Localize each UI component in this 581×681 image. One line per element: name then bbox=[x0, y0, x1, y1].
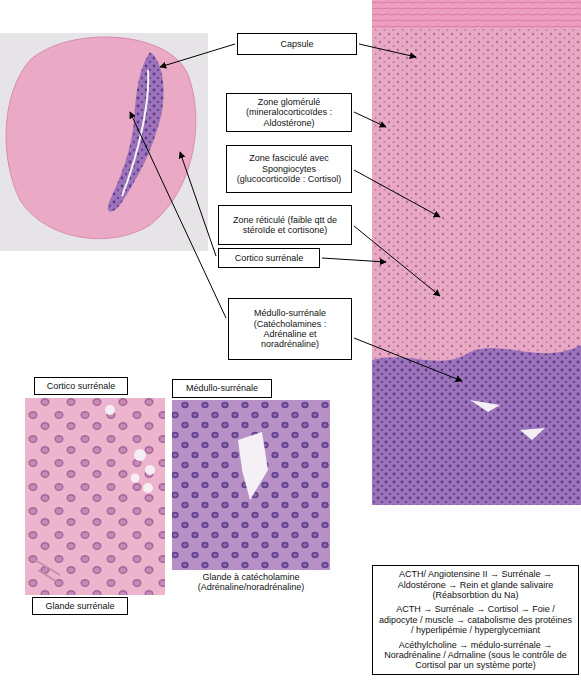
label-text: Cortico surrénale bbox=[224, 253, 314, 263]
label-text: Médullo-surrénale (Catécholamines : Adré… bbox=[234, 308, 346, 349]
label-text: Capsule bbox=[243, 39, 351, 49]
label-box: Glande surrénale bbox=[32, 597, 128, 615]
label-text: Zone fasciculé avec Spongiocytes (glucoc… bbox=[232, 153, 346, 184]
label-box: Cortico surrénale bbox=[218, 248, 320, 268]
cortex-medulla-micrograph bbox=[372, 0, 581, 505]
medulla-cells-micrograph bbox=[172, 400, 330, 570]
label-text: Médullo-surrénale bbox=[178, 383, 266, 393]
label-box: Zone fasciculé avec Spongiocytes (glucoc… bbox=[226, 145, 352, 193]
label-box: Zone réticulé (faible qtt de stéroïde et… bbox=[218, 205, 352, 245]
low-power-section bbox=[0, 33, 208, 251]
label-text: ACTH/ Angiotensine II → Surrénale → Aldo… bbox=[378, 569, 573, 600]
caption-label: Glande à catécholamine (Adrénaline/norad… bbox=[172, 572, 330, 593]
cortex-cells-micrograph bbox=[25, 398, 165, 595]
label-text: Acéthylcholine → médulo-surrénale → Nora… bbox=[378, 640, 573, 671]
label-box: Zone glomérulé (mineralocorticoïdes : Al… bbox=[226, 93, 352, 132]
label-text: Cortico surrénale bbox=[40, 381, 122, 391]
label-text: Glande surrénale bbox=[38, 601, 122, 611]
label-text: Zone réticulé (faible qtt de stéroïde et… bbox=[224, 215, 346, 236]
label-box: Capsule bbox=[237, 33, 357, 55]
label-box: Cortico surrénale bbox=[34, 377, 128, 395]
leader-lines bbox=[130, 44, 462, 381]
label-text: ACTH → Surrénale → Cortisol → Foie / adi… bbox=[378, 604, 573, 635]
label-box: Médullo-surrénale bbox=[172, 379, 272, 398]
label-box: Médullo-surrénale (Catécholamines : Adré… bbox=[228, 298, 352, 360]
label-text: Zone glomérulé (mineralocorticoïdes : Al… bbox=[232, 97, 346, 128]
summary-box: ACTH/ Angiotensine II → Surrénale → Aldo… bbox=[372, 565, 579, 675]
